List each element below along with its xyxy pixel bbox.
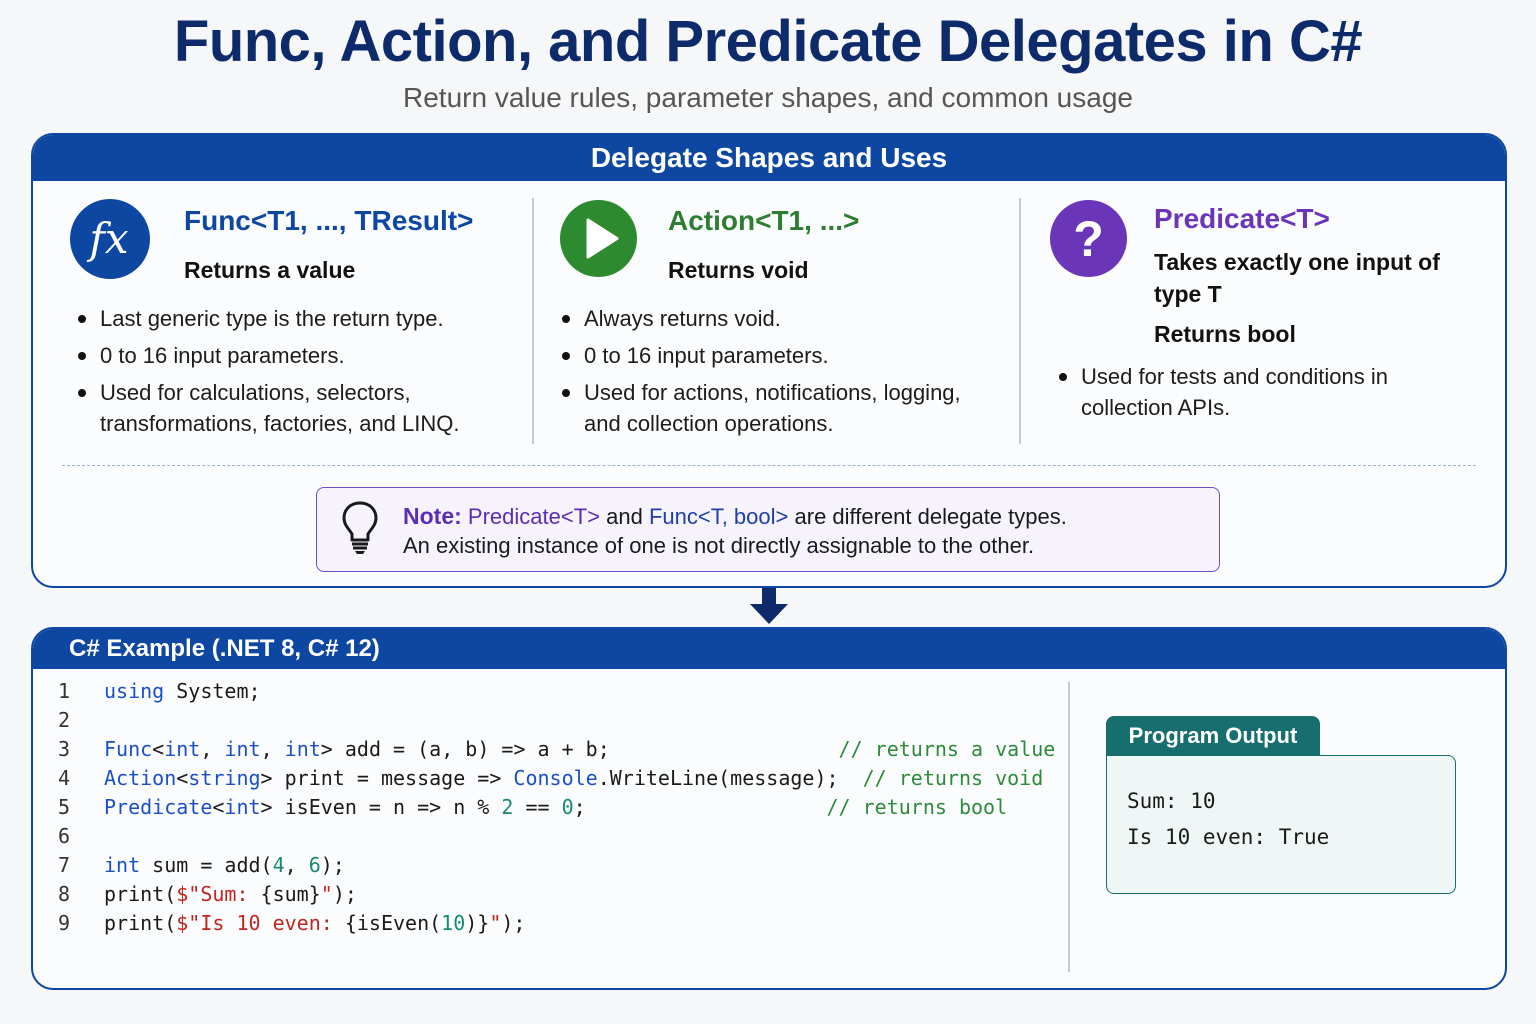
list-item: 0 to 16 input parameters. <box>560 340 1000 371</box>
func-subtitle: Returns a value <box>184 257 356 283</box>
column-divider <box>532 198 534 444</box>
page-subtitle: Return value rules, parameter shapes, an… <box>403 82 1133 113</box>
note-label: Note: <box>403 503 462 529</box>
note-type-func: Func<T, bool> <box>648 504 789 529</box>
lightbulb-icon <box>341 500 379 565</box>
predicate-bullets: Used for tests and conditions in collect… <box>1057 361 1447 429</box>
svg-text:?: ? <box>1073 211 1104 267</box>
list-item: Always returns void. <box>560 303 1000 334</box>
play-icon <box>560 200 637 277</box>
dashed-separator <box>62 465 1476 466</box>
predicate-subtitle: Takes exactly one input of type T <box>1154 249 1440 307</box>
code-comment: // returns void <box>862 766 1044 790</box>
action-bullets: Always returns void. 0 to 16 input param… <box>560 303 1000 445</box>
line-number: 2 <box>58 708 71 732</box>
note-and: and <box>606 504 643 529</box>
panel-header: Delegate Shapes and Uses <box>33 135 1505 181</box>
note-text: Note: Predicate<T> and Func<T, bool> are… <box>403 502 1067 560</box>
column-divider <box>1019 198 1021 444</box>
program-output-box: Sum: 10 Is 10 even: True <box>1106 755 1456 894</box>
question-mark-icon: ? <box>1050 200 1127 277</box>
line-number: 5 <box>58 795 71 819</box>
note-type-predicate: Predicate<T> <box>467 504 600 529</box>
code-comment: // returns bool <box>826 795 1008 819</box>
predicate-subtitle-2: Returns bool <box>1154 321 1296 347</box>
note-box: Note: Predicate<T> and Func<T, bool> are… <box>316 487 1220 572</box>
panel-header: C# Example (.NET 8, C# 12) <box>33 629 1505 669</box>
func-bullets: Last generic type is the return type. 0 … <box>76 303 516 445</box>
svg-text:fx: fx <box>86 214 129 263</box>
action-title: Action<T1, ...> <box>668 205 860 236</box>
list-item: Last generic type is the return type. <box>76 303 516 334</box>
list-item: Used for calculations, selectors, transf… <box>76 377 516 439</box>
line-number: 8 <box>58 882 71 906</box>
predicate-title: Predicate<T> <box>1154 203 1330 234</box>
code-output-divider <box>1068 682 1070 972</box>
line-number: 1 <box>58 679 71 703</box>
note-line-2: An existing instance of one is not direc… <box>403 533 1035 558</box>
page-title: Func, Action, and Predicate Delegates in… <box>173 9 1363 74</box>
line-number: 9 <box>58 911 71 935</box>
note-rest: are different delegate types. <box>794 504 1067 529</box>
output-line: Sum: 10 <box>1127 789 1216 813</box>
output-title: Program Output <box>1106 716 1320 756</box>
line-number: 6 <box>58 824 71 848</box>
output-line: Is 10 even: True <box>1127 825 1330 849</box>
list-item: Used for actions, notifications, logging… <box>560 377 1000 439</box>
func-title: Func<T1, ..., TResult> <box>184 205 474 236</box>
action-subtitle: Returns void <box>668 257 809 283</box>
line-number: 4 <box>58 766 71 790</box>
list-item: 0 to 16 input parameters. <box>76 340 516 371</box>
line-number: 7 <box>58 853 71 877</box>
fx-icon: fx <box>70 199 150 279</box>
down-arrow-icon <box>750 588 788 631</box>
list-item: Used for tests and conditions in collect… <box>1057 361 1447 423</box>
output-lines: Sum: 10 Is 10 even: True <box>1127 783 1329 855</box>
line-number: 3 <box>58 737 71 761</box>
code-comment: // returns a value <box>838 737 1056 761</box>
